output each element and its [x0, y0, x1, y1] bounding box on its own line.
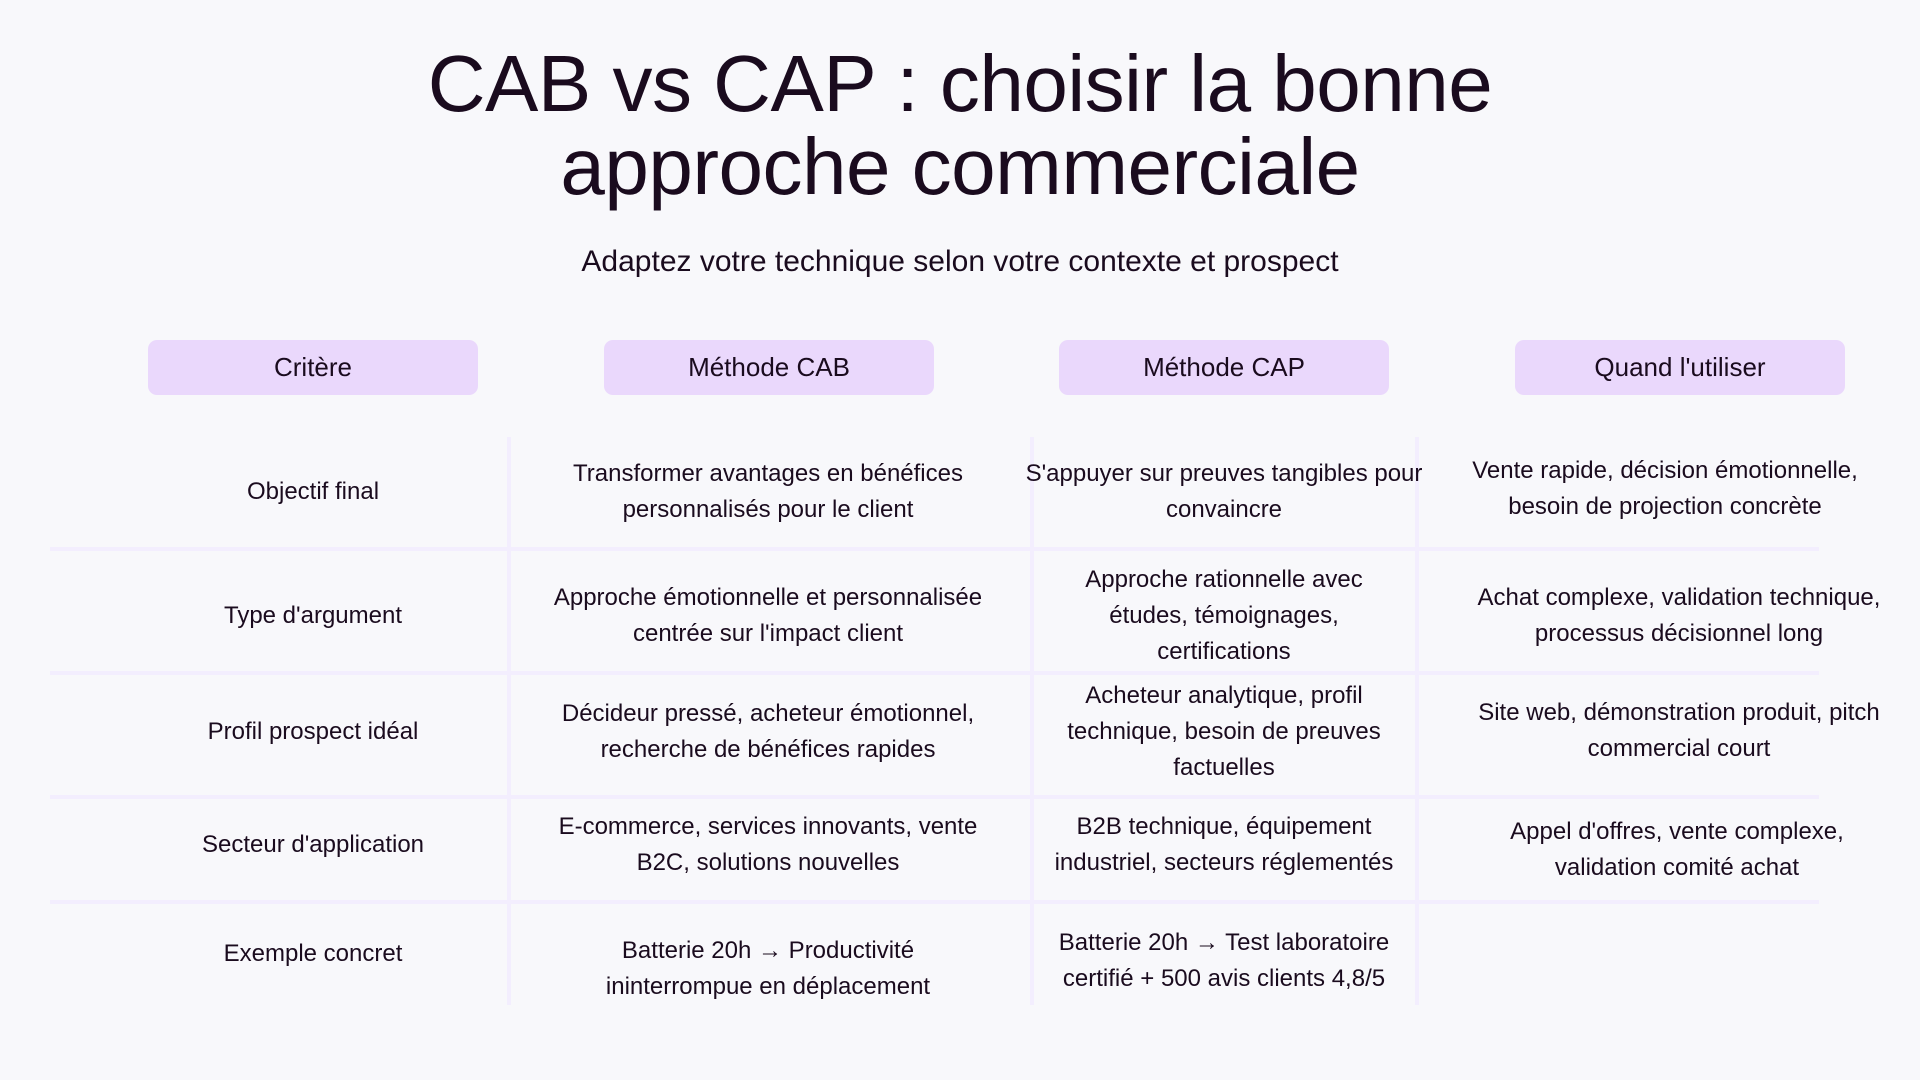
cell-when: Appel d'offres, vente complexe, validati… — [1449, 814, 1905, 886]
cell-text: Secteur d'application — [201, 831, 425, 858]
column-header-methode-cab: Méthode CAB — [604, 340, 934, 395]
column-divider — [1030, 437, 1034, 1005]
cell-criterion: Secteur d'application — [85, 827, 541, 863]
cell-text: Acheteur analytique, profil technique, b… — [1067, 682, 1381, 781]
cell-text: S'appuyer sur preuves tangibles pour con… — [1025, 460, 1423, 523]
cell-text: Profil prospect idéal — [207, 718, 419, 745]
column-divider — [507, 437, 511, 1005]
page-title: CAB vs CAP : choisir la bonne approche c… — [0, 42, 1920, 208]
page-title-line-2: approche commerciale — [560, 122, 1360, 211]
column-header-label: Quand l'utiliser — [1594, 352, 1766, 382]
cell-text: Exemple concret — [223, 940, 403, 967]
column-header-label: Méthode CAP — [1143, 352, 1305, 382]
column-header-critere: Critère — [148, 340, 478, 395]
cell-text: Décideur pressé, acheteur émotionnel, re… — [561, 700, 975, 763]
cell-criterion: Profil prospect idéal — [85, 714, 541, 750]
cell-text: Vente rapide, décision émotionnelle, bes… — [1472, 457, 1858, 520]
cell-text: Batterie 20h → Test laboratoire certifié… — [1058, 929, 1390, 992]
cell-criterion: Exemple concret — [85, 936, 541, 972]
cell-cab: E-commerce, services innovants, vente B2… — [540, 809, 996, 881]
cell-cap: Acheteur analytique, profil technique, b… — [996, 678, 1452, 786]
row-divider — [50, 671, 1819, 675]
column-header-label: Méthode CAB — [688, 352, 850, 382]
column-header-label: Critère — [273, 352, 352, 382]
cell-cab: Transformer avantages en bénéfices perso… — [540, 456, 996, 528]
cell-cab: Batterie 20h → Productivité ininterrompu… — [540, 933, 996, 1005]
cell-cab: Décideur pressé, acheteur émotionnel, re… — [540, 696, 996, 768]
cell-text: Appel d'offres, vente complexe, validati… — [1510, 818, 1844, 881]
cell-text: Type d'argument — [223, 602, 403, 629]
cell-text: E-commerce, services innovants, vente B2… — [558, 813, 978, 876]
column-header-methode-cap: Méthode CAP — [1059, 340, 1389, 395]
row-divider — [50, 547, 1819, 551]
cell-when: Site web, démonstration produit, pitch c… — [1451, 695, 1907, 767]
cell-text: Site web, démonstration produit, pitch c… — [1478, 699, 1880, 762]
cell-criterion: Objectif final — [85, 474, 541, 510]
cell-text: Approche émotionnelle et personnalisée c… — [553, 584, 983, 647]
cell-cap: Approche rationnelle avec études, témoig… — [996, 562, 1452, 670]
cell-text: Approche rationnelle avec études, témoig… — [1085, 566, 1363, 665]
column-divider — [1415, 437, 1419, 1005]
cell-text: Achat complexe, validation technique, pr… — [1477, 584, 1881, 647]
cell-cap: B2B technique, équipement industriel, se… — [996, 809, 1452, 881]
page-subtitle: Adaptez votre technique selon votre cont… — [581, 245, 1339, 278]
cell-text: Objectif final — [246, 478, 380, 505]
row-divider — [50, 900, 1819, 904]
column-header-quand-utiliser: Quand l'utiliser — [1515, 340, 1845, 395]
cell-criterion: Type d'argument — [85, 598, 541, 634]
page-title-line-1: CAB vs CAP : choisir la bonne — [427, 39, 1493, 128]
cell-cap: Batterie 20h → Test laboratoire certifié… — [996, 925, 1452, 997]
cell-when: Vente rapide, décision émotionnelle, bes… — [1437, 453, 1893, 525]
cell-cap: S'appuyer sur preuves tangibles pour con… — [996, 456, 1452, 528]
row-divider — [50, 795, 1819, 799]
cell-when: Achat complexe, validation technique, pr… — [1451, 580, 1907, 652]
cell-text: Transformer avantages en bénéfices perso… — [573, 460, 963, 523]
cell-text: B2B technique, équipement industriel, se… — [1054, 813, 1394, 876]
cell-cab: Approche émotionnelle et personnalisée c… — [540, 580, 996, 652]
cell-text: Batterie 20h → Productivité ininterrompu… — [605, 937, 931, 1000]
